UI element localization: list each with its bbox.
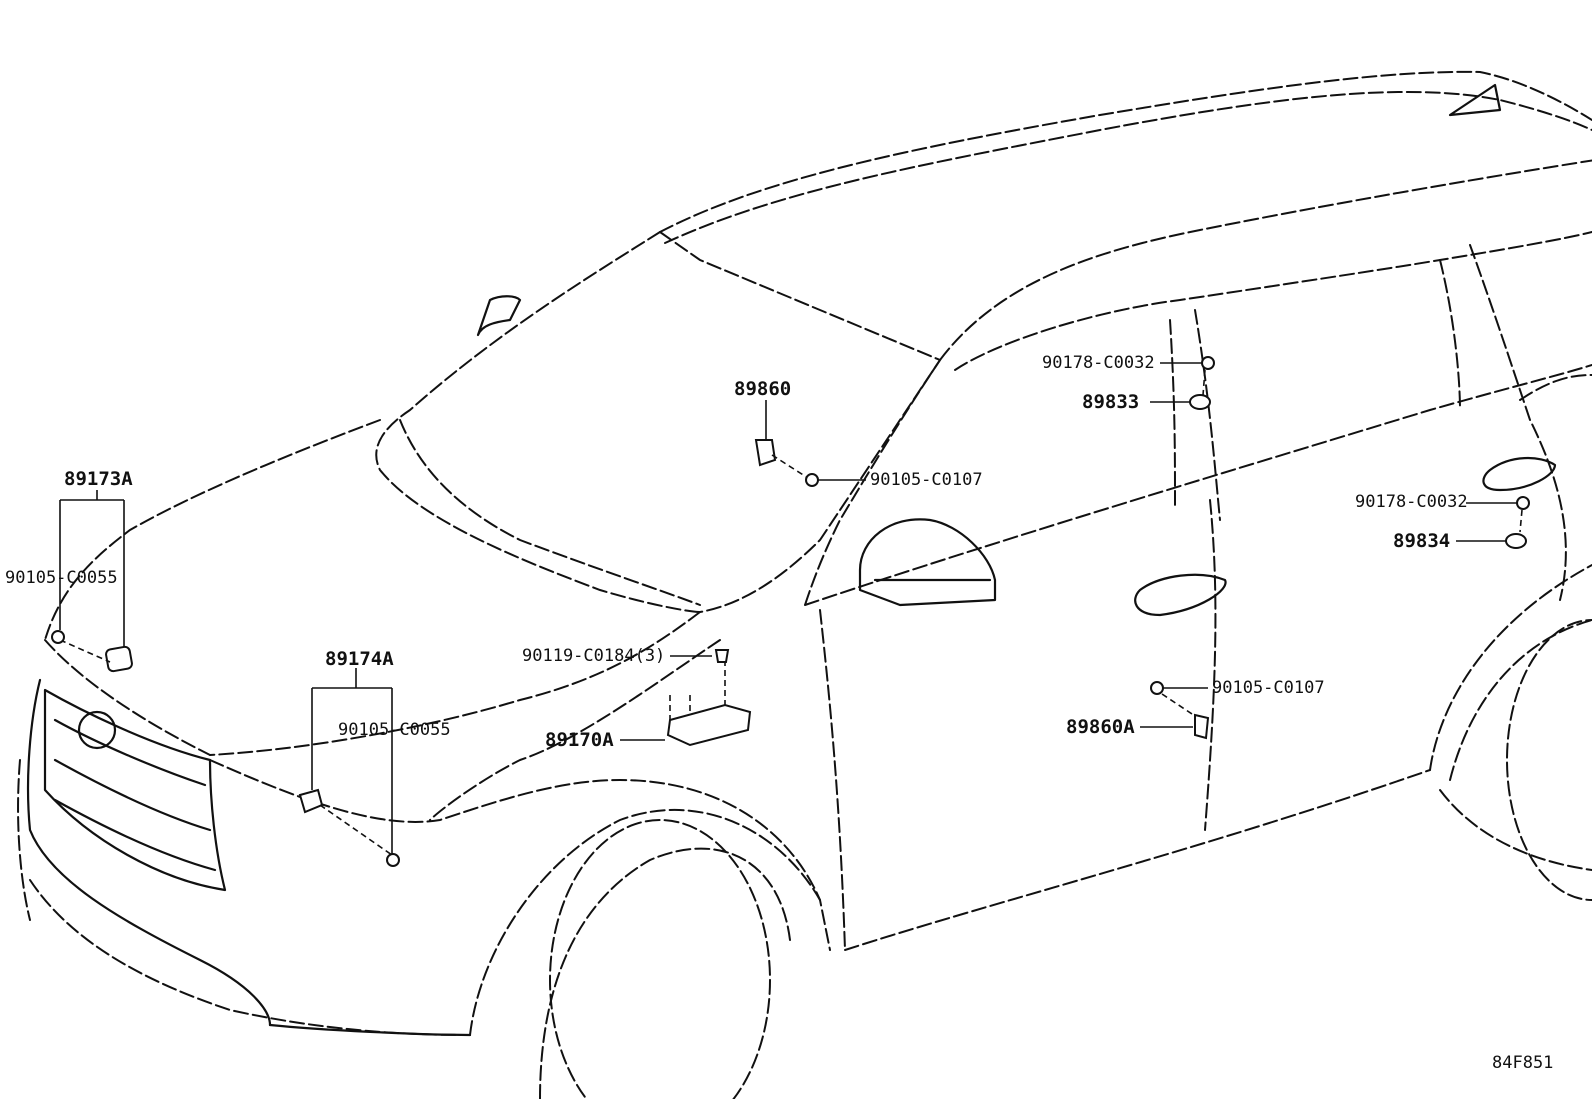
part-89834 xyxy=(1456,496,1530,549)
label-89834: 89834 xyxy=(1393,530,1451,552)
label-90105-C0055-front: 90105-C0055 xyxy=(5,568,118,588)
diagram-code: 84F851 xyxy=(1492,1053,1554,1073)
label-89174A: 89174A xyxy=(325,648,394,670)
label-90105-C0055-hood: 90105-C0055 xyxy=(338,720,451,740)
part-89170A xyxy=(620,649,752,747)
part-89860A xyxy=(1140,681,1210,740)
label-89860A: 89860A xyxy=(1066,716,1135,738)
label-90119-C0184: 90119-C0184(3) xyxy=(522,646,666,666)
label-89860: 89860 xyxy=(734,378,792,400)
part-89860 xyxy=(754,400,866,487)
part-89833 xyxy=(1150,356,1215,410)
label-90178-C0032-upper: 90178-C0032 xyxy=(1042,353,1155,373)
label-89833: 89833 xyxy=(1082,391,1140,413)
label-89170A: 89170A xyxy=(545,729,614,751)
vehicle-outline xyxy=(17,70,1592,1099)
part-89174A xyxy=(298,668,400,867)
label-90105-C0107-door: 90105-C0107 xyxy=(1212,678,1325,698)
part-89173A xyxy=(51,490,133,673)
label-90178-C0032-rear: 90178-C0032 xyxy=(1355,492,1468,512)
label-90105-C0107-pillar: 90105-C0107 xyxy=(870,470,983,490)
label-89173A: 89173A xyxy=(64,468,133,490)
